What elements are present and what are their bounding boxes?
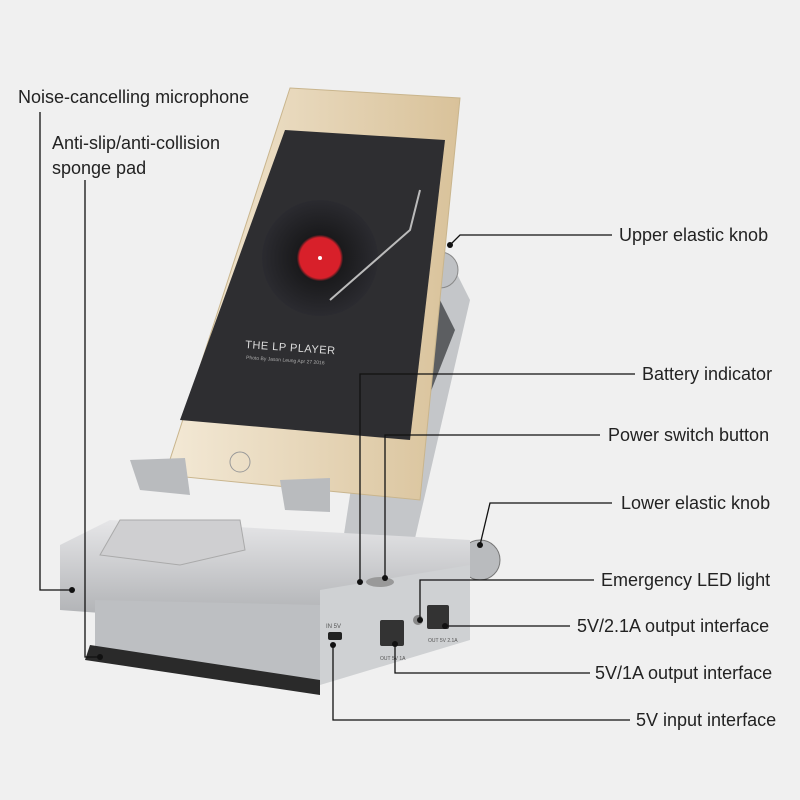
home-button bbox=[229, 451, 251, 473]
label-upper-knob: Upper elastic knob bbox=[619, 225, 769, 245]
callout-lines bbox=[39, 112, 635, 721]
power-bank-base: IN 5V OUT 5V 1A OUT 5V 2.1A bbox=[60, 519, 470, 695]
out-1a-label: OUT 5V 1A bbox=[380, 656, 406, 662]
callout-dots bbox=[69, 242, 483, 660]
micro-usb-port bbox=[328, 632, 342, 640]
sponge-pad bbox=[85, 645, 320, 695]
power-button bbox=[366, 577, 394, 587]
label-sponge-pad-1: Anti-slip/anti-collision bbox=[52, 133, 221, 153]
label-power-switch: Power switch button bbox=[608, 425, 770, 445]
label-battery-indicator: Battery indicator bbox=[642, 364, 773, 384]
label-output-21a: 5V/2.1A output interface bbox=[577, 616, 770, 636]
label-output-1a: 5V/1A output interface bbox=[595, 663, 773, 683]
phone: THE LP PLAYER Photo By Jason Leung Apr 2… bbox=[130, 87, 461, 512]
in-port-label: IN 5V bbox=[326, 624, 341, 630]
label-sponge-pad-2: sponge pad bbox=[52, 158, 147, 178]
out-21a-label: OUT 5V 2.1A bbox=[428, 638, 458, 644]
usb-port-21a bbox=[427, 605, 449, 629]
label-microphone: Noise-cancelling microphone bbox=[18, 87, 250, 107]
label-input-5v: 5V input interface bbox=[636, 710, 777, 730]
screen-subtitle: Photo By Jason Leung Apr 27 2016 bbox=[246, 355, 325, 366]
speaker-grille bbox=[99, 519, 246, 566]
usb-port-1a bbox=[380, 620, 404, 646]
label-lower-knob: Lower elastic knob bbox=[621, 493, 771, 513]
label-emergency-led: Emergency LED light bbox=[601, 570, 771, 590]
